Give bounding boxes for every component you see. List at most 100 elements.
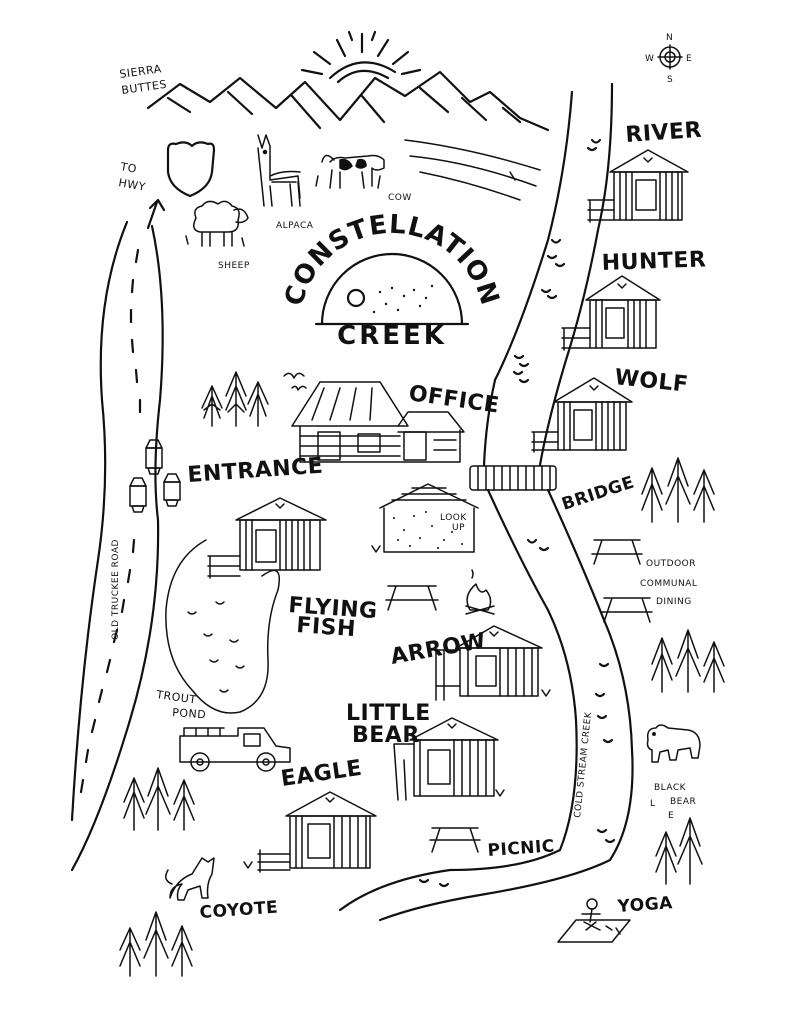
river <box>482 82 614 467</box>
cabin-hunter: HUNTER <box>561 247 707 351</box>
office-label: OFFICE <box>407 381 501 418</box>
bear-icon <box>646 724 701 763</box>
cow-label: COW <box>388 193 412 203</box>
cabin-wolf: WOLF <box>531 365 690 453</box>
field-lines <box>404 139 541 201</box>
cabin-icon <box>291 381 465 463</box>
bear-label: BEAR <box>352 723 420 748</box>
birds-icon <box>283 372 307 391</box>
bridge-icon <box>469 465 557 491</box>
bear-text: BEAR <box>670 797 696 807</box>
eagle-label: EAGLE <box>279 756 363 792</box>
cabin-eagle: EAGLE <box>243 756 377 873</box>
tree-icon <box>675 629 701 693</box>
tree-icon <box>665 457 691 523</box>
sheep-icon <box>185 200 249 247</box>
yoga-mat-icon <box>557 898 631 943</box>
cabin-flying-fish: FLYING FISH <box>207 497 379 642</box>
tree-icon <box>143 911 169 977</box>
old-truckee-road <box>70 198 166 872</box>
to-hwy-label: TO HWY <box>117 160 146 194</box>
wolf-label: WOLF <box>613 365 689 398</box>
tree-group-lower-left <box>123 767 195 831</box>
bridge-label: BRIDGE <box>559 473 637 515</box>
tree-icon <box>173 779 195 831</box>
alpaca-label: ALPACA <box>276 221 314 231</box>
tree-group-bottom-left <box>119 911 193 977</box>
picnic-table-icon <box>601 597 653 623</box>
fish-label: FISH <box>296 613 357 642</box>
title-creek: CREEK <box>337 321 447 351</box>
compass-e: E <box>686 54 692 64</box>
tree-icon <box>641 467 663 523</box>
river-label: RIVER <box>625 118 703 148</box>
picnic-table-icon <box>429 827 481 853</box>
communal-text: COMMUNAL <box>640 579 697 589</box>
office-building: OFFICE <box>291 381 501 463</box>
cabin-icon <box>531 377 633 453</box>
hunter-label: HUNTER <box>601 247 706 276</box>
sun-icon <box>300 30 422 84</box>
cabin-river: RIVER <box>587 118 703 223</box>
tree-icon <box>703 641 725 693</box>
tree-icon <box>123 777 145 831</box>
tree-group-dining <box>641 457 715 523</box>
campfire-icon <box>465 569 495 615</box>
tree-icon <box>145 767 171 831</box>
compass-s: S <box>667 75 673 85</box>
sierra-text: SIERRA <box>119 62 163 81</box>
highway-shield-icon: 89 <box>166 141 216 198</box>
outdoor-text: OUTDOOR <box>646 559 696 569</box>
cabin-icon <box>561 275 661 351</box>
cabin-icon <box>207 497 327 579</box>
coyote-label: COYOTE <box>199 898 279 923</box>
cabin-icon <box>393 717 499 801</box>
black-e-text: E <box>668 811 674 821</box>
hwy-number: 89 <box>176 161 204 185</box>
alpaca-icon <box>257 134 301 207</box>
tree-icon <box>119 927 141 977</box>
trout-pond-label: TROUT POND <box>155 688 207 721</box>
lantern-icon <box>129 439 181 513</box>
tree-group-office <box>201 371 269 427</box>
buttes-text: BUTTES <box>121 78 168 97</box>
tree-icon <box>247 381 269 427</box>
pond-icon <box>165 539 280 714</box>
cabin-icon <box>435 625 543 701</box>
compass-w: W <box>645 54 654 64</box>
tree-group-lower-right <box>655 817 703 885</box>
cold-stream-creek <box>338 488 634 922</box>
sierra-buttes-label: SIERRA BUTTES <box>119 62 168 97</box>
tree-icon <box>677 817 703 885</box>
arrow-label: ARROW <box>389 629 488 670</box>
cabin-arrow: ARROW <box>389 625 551 701</box>
cabin-little-bear: LITTLE BEAR <box>346 701 505 801</box>
outdoor-dining-label: OUTDOOR COMMUNAL DINING <box>640 559 697 607</box>
tree-icon <box>201 385 223 427</box>
yoga-label: YOGA <box>616 893 674 917</box>
to-text: TO <box>118 160 137 176</box>
dining-text: DINING <box>656 597 692 607</box>
dome-icon: LOOK UP <box>371 483 479 553</box>
look-text: LOOK <box>440 513 467 523</box>
tree-group-bear <box>651 629 725 693</box>
compass-n: N <box>666 33 673 43</box>
sheep-label: SHEEP <box>218 261 250 271</box>
up-text: UP <box>452 523 465 533</box>
compass-icon: N S E W <box>645 33 692 85</box>
cabin-icon <box>257 791 377 873</box>
pond-text: POND <box>172 706 207 721</box>
mountains-icon <box>146 70 550 132</box>
hwy-text: HWY <box>117 176 146 194</box>
black-bear-label: BLACK BEAR L E <box>650 783 696 821</box>
cabin-icon <box>587 149 689 223</box>
tree-icon <box>693 469 715 523</box>
entrance-label: ENTRANCE <box>187 454 324 488</box>
black-l-text: L <box>650 799 656 809</box>
little-label: LITTLE <box>346 701 431 726</box>
flying-label: FLYING <box>288 593 379 624</box>
trout-text: TROUT <box>155 688 198 707</box>
black-text: BLACK <box>654 783 687 793</box>
picnic-table-icon <box>591 539 643 565</box>
